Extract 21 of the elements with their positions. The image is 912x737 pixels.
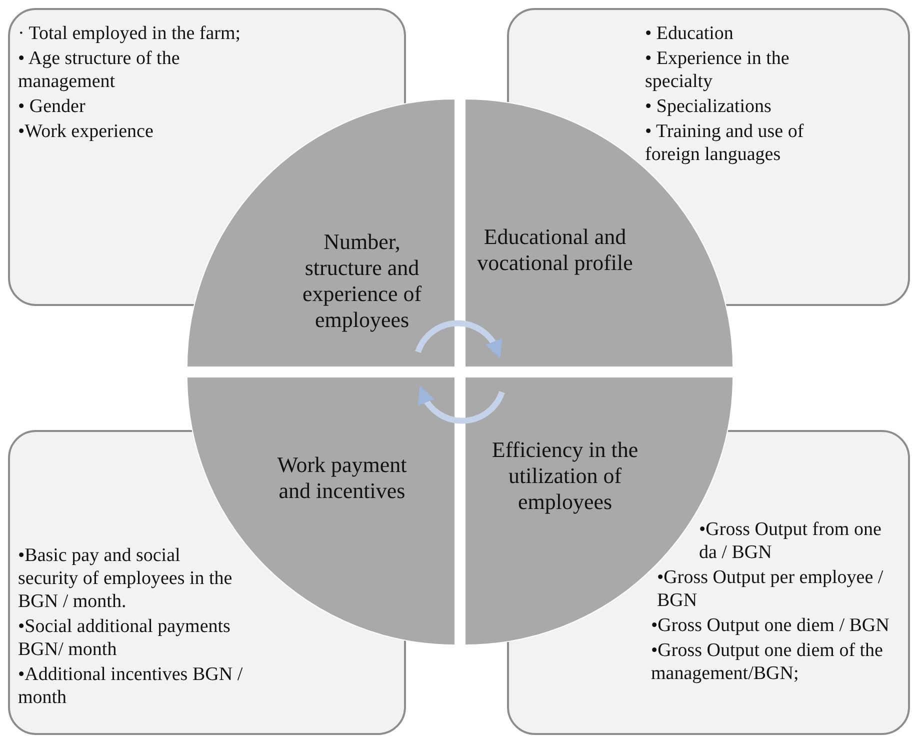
sector-label: Educational and vocational profile — [476, 224, 634, 276]
bullet-item: •Gross Output per employee / BGN — [657, 566, 884, 612]
bullet-item: • Specializations — [645, 95, 772, 118]
sector-label: Number, structure and experience of employees — [301, 229, 423, 333]
bullet-item: •Social additional payments BGN/ month — [18, 615, 232, 661]
sector-label: Efficiency in the utilization of employees — [490, 437, 640, 515]
bullet-item: • Education — [645, 22, 734, 45]
bullet-item: •Work experience — [18, 120, 154, 143]
bullet-item: •Additional incentives BGN / month — [18, 663, 243, 709]
sector-label: Work payment and incentives — [276, 452, 408, 504]
bullet-item: •Gross Output one diem of the management/BGN; — [651, 639, 884, 685]
cycle-arrow — [415, 320, 502, 358]
bullet-item: •Basic pay and social security of employees in the BGN / month. — [18, 544, 234, 613]
bullet-item: •Gross Output one diem / BGN — [651, 614, 890, 637]
bullet-item: •Gross Output from one da / BGN — [699, 518, 882, 564]
bullet-item: • Experience in the specialty — [645, 47, 790, 93]
bullet-item: · Total employed in the farm; — [18, 22, 242, 45]
bullet-item: • Age structure of the management — [18, 47, 181, 93]
cycle-arrow — [418, 386, 505, 424]
bullet-item: • Training and use of foreign languages — [645, 120, 805, 166]
bullet-item: • Gender — [18, 95, 86, 118]
